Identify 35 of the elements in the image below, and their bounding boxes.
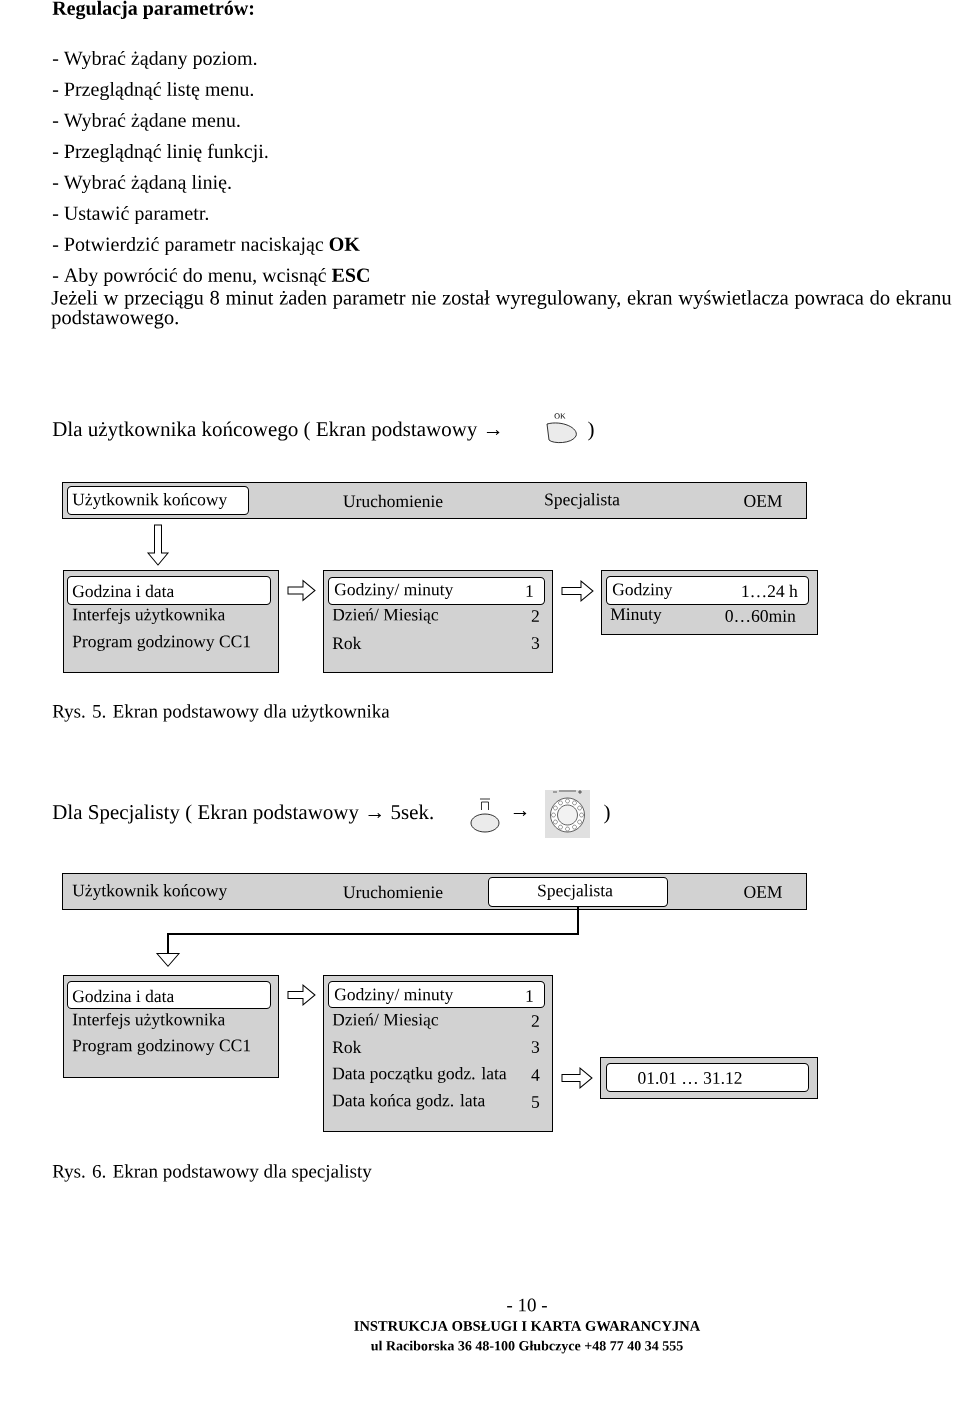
- list-item: - Aby powrócić do menu, wcisnąć ESC: [52, 267, 369, 287]
- selected-item-box: Godziny/ minuty 1: [328, 577, 545, 605]
- arrow: [156, 906, 579, 967]
- arrow: [287, 580, 316, 601]
- selected-item-box: Godzina i data: [67, 576, 271, 605]
- list-item: - Wybrać żądane menu.: [52, 112, 240, 132]
- arrow: [561, 580, 594, 602]
- list-item: - Przeglądnąć listę menu.: [52, 81, 254, 101]
- section-heading: →: [513, 811, 527, 816]
- page-title: Regulacja parametrów:: [52, 0, 254, 20]
- note-paragraph: Jeżeli w przeciągu 8 minut żaden parametr nie został wyregulowany, ekran wyświetlacza powraca do ekranu podstawowego.: [51, 290, 952, 329]
- section-heading: Dla użytkownika końcowego ( Ekran podstawowy →: [52, 421, 500, 441]
- list-item: - Potwierdzić parametr naciskając OK: [52, 236, 360, 256]
- selected-item-box: Specjalista: [488, 877, 668, 907]
- icon-label: OK: [554, 413, 566, 419]
- selected-item-box: Godzina i data: [67, 981, 271, 1009]
- selected-item-box: 01.01 … 31.12: [606, 1063, 809, 1092]
- figure-caption: Rys. 5. Ekran podstawowy dla użytkownika: [52, 704, 390, 722]
- list-item: - Wybrać żądaną linię.: [52, 174, 231, 194]
- selected-item-box: Godziny/ minuty 1: [328, 981, 545, 1008]
- list-item: - Wybrać żądany poziom.: [52, 50, 257, 70]
- section-heading: ): [604, 804, 610, 824]
- list-item: - Ustawić parametr.: [52, 205, 209, 225]
- footer-text: INSTRUKCJA OBSŁUGI I KARTA GWARANCYJNA: [354, 1321, 701, 1331]
- selected-item-box: Użytkownik końcowy: [67, 486, 249, 515]
- footer-text: ul Raciborska 36 48-100 Głubczyce +48 77 40 34 555: [371, 1340, 683, 1354]
- selected-item-box: Godziny 1…24 h: [606, 576, 809, 605]
- list-item: - Przeglądnąć linię funkcji.: [52, 143, 268, 163]
- page-number: - 10 -: [507, 1298, 547, 1312]
- arrow: [561, 1067, 593, 1089]
- arrow: [287, 984, 316, 1006]
- arrow: [147, 524, 169, 566]
- figure-caption: Rys. 6. Ekran podstawowy dla specjalisty: [52, 1164, 372, 1182]
- section-heading: ): [588, 421, 594, 441]
- section-heading: Dla Specjalisty ( Ekran podstawowy → 5sek.: [52, 804, 433, 824]
